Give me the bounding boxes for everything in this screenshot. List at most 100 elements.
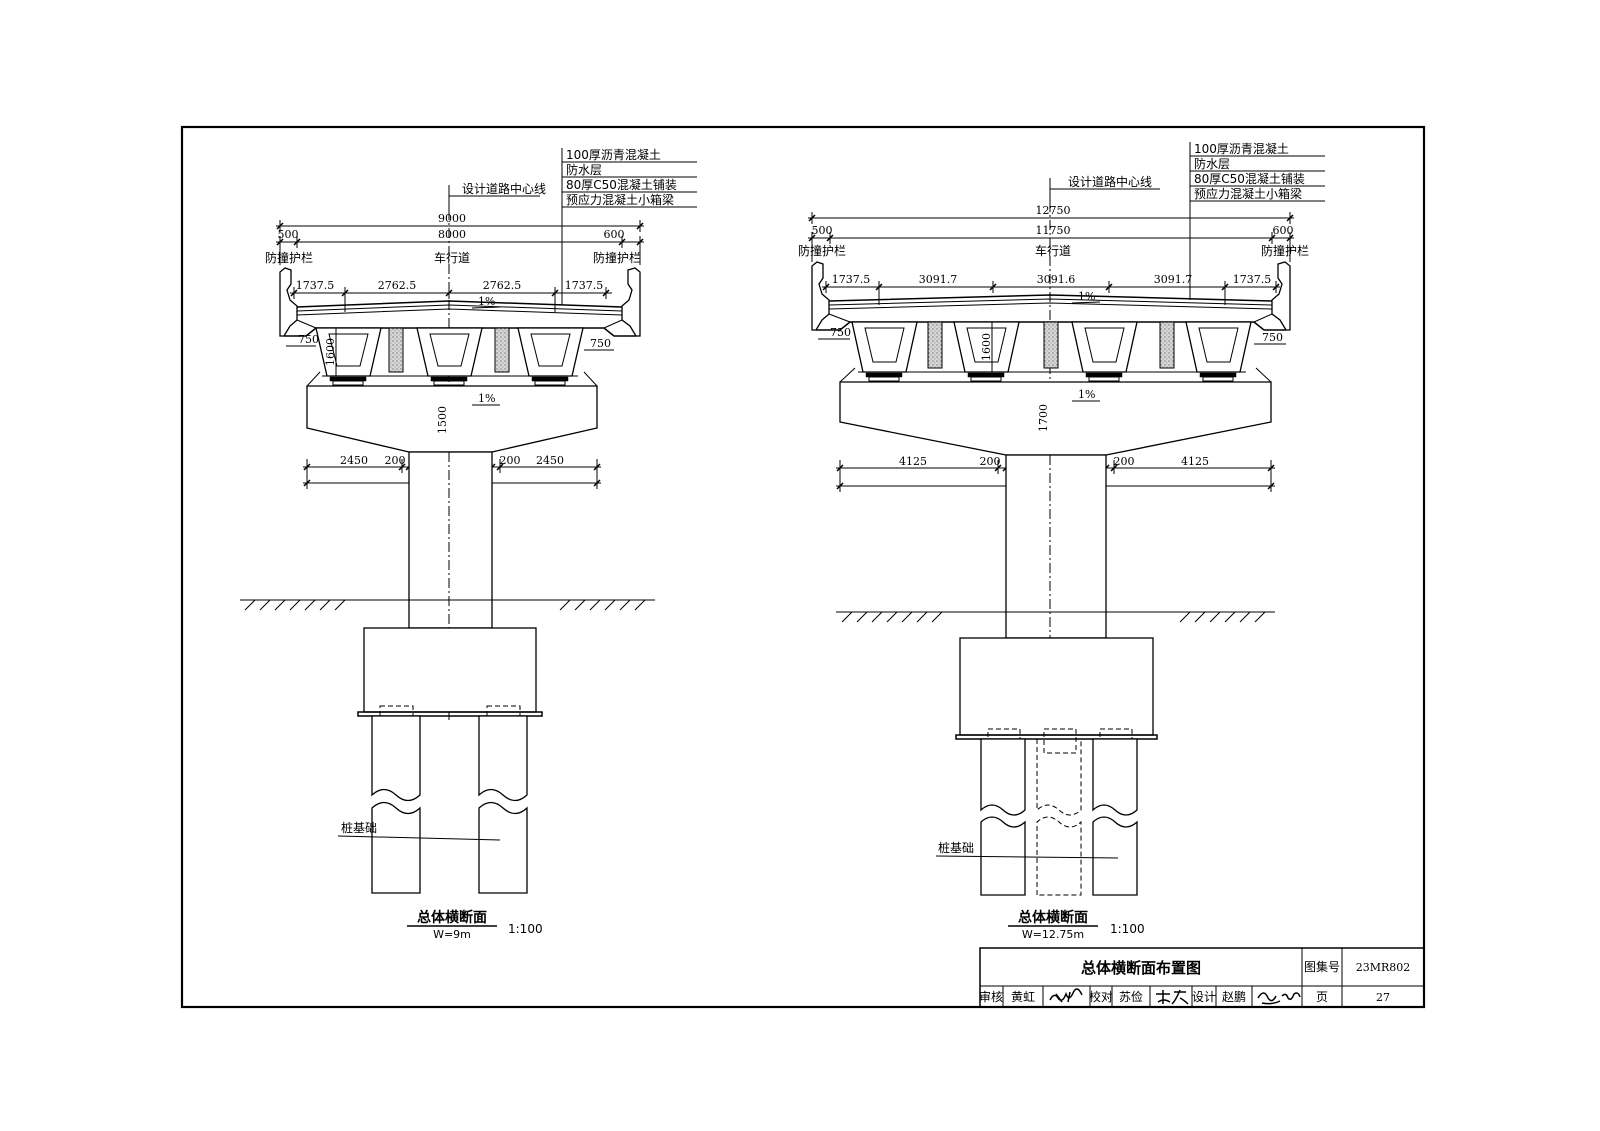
left-wet-joint-1 (388, 327, 404, 373)
left-pile-leader (337, 835, 501, 841)
right-box-girder-4 (1185, 321, 1252, 373)
right-barrier-label-right: 防撞护栏 (1261, 243, 1309, 258)
left-deck-dim-4: 1737.5 (565, 279, 604, 292)
check-label: 校对 (1089, 989, 1113, 1004)
left-layer-waterproof: 防水层 (566, 162, 602, 177)
left-pier-column (408, 451, 493, 629)
right-bearings (865, 372, 1237, 382)
left-deck-dim-3: 2762.5 (483, 279, 522, 292)
design-label: 设计 (1192, 990, 1216, 1004)
left-layer-box-girder: 预应力混凝土小箱梁 (566, 192, 674, 207)
right-deck-dim-1: 1737.5 (832, 273, 871, 286)
left-cap-dim-4: 200 (500, 454, 521, 467)
left-box-girders (315, 327, 584, 377)
right-pile-3 (1092, 728, 1138, 896)
right-cap-dim-1: 4125 (899, 455, 927, 468)
right-barrier-left-width: 500 (812, 224, 833, 237)
right-layer-asphalt: 100厚沥青混凝土 (1194, 141, 1289, 156)
left-barrier-label-right: 防撞护栏 (593, 250, 641, 265)
left-slope-cap: 1% (478, 392, 495, 405)
left-layer-asphalt: 100厚沥青混凝土 (566, 147, 661, 162)
right-cap-dim-5: 4125 (1181, 455, 1209, 468)
left-barrier-label-left: 防撞护栏 (265, 250, 313, 265)
left-bearings (329, 376, 569, 386)
designer-name: 赵鹏 (1222, 990, 1246, 1004)
left-dim-cap: 2450 200 2200 200 2450 7500 (303, 454, 601, 489)
right-slope-cap: 1% (1078, 388, 1095, 401)
sheet-border (180, 125, 1426, 1009)
left-pile-cap (363, 627, 537, 713)
left-cantilever-left: 750 (298, 333, 319, 346)
right-pier-column (1005, 454, 1107, 639)
left-ground-line (240, 599, 655, 611)
left-cap-beam (306, 385, 598, 453)
left-dim-total: 9000 (276, 212, 644, 232)
left-section: 100厚沥青混凝土 防水层 80厚C50混凝土铺装 预应力混凝土小箱梁 设计道路… (240, 147, 697, 941)
checker-signature (1156, 989, 1189, 1005)
right-pile-leader (935, 855, 1119, 859)
right-pile-cap-base (955, 734, 1158, 740)
atlas-number: 23MR802 (1356, 961, 1411, 974)
left-scale: 1:100 (508, 922, 543, 936)
right-deck-dim-3: 3091.6 (1037, 273, 1076, 286)
right-caption: 总体横断面 (1018, 909, 1088, 926)
right-cantilever-right: 750 (1262, 331, 1283, 344)
left-cap-dim-5: 2450 (536, 454, 564, 467)
left-slope-deck: 1% (478, 295, 495, 308)
left-caption: 总体横断面 (417, 909, 487, 926)
left-centerline-label: 设计道路中心线 (462, 181, 546, 196)
left-dim-deck: 1737.5 2762.5 2762.5 1737.5 (290, 279, 612, 312)
left-pile-cap-base (357, 711, 543, 717)
left-cap-dim-1: 2450 (340, 454, 368, 467)
right-cap-chamfer-left (839, 367, 856, 383)
right-layer-legend: 100厚沥青混凝土 防水层 80厚C50混凝土铺装 预应力混凝土小箱梁 (1189, 141, 1325, 300)
right-box-girder-1 (851, 321, 918, 373)
sheet-title: 总体横断面布置图 (1081, 959, 1201, 977)
left-layer-concrete-paving: 80厚C50混凝土铺装 (566, 177, 677, 192)
right-wet-joint-1 (927, 321, 943, 369)
right-barrier-right (1271, 261, 1291, 331)
title-block: 总体横断面布置图 图集号 23MR802 审核 黄虹 校对 苏俭 设计 赵鹏 页… (979, 947, 1425, 1008)
left-deck-dim-2: 2762.5 (378, 279, 417, 292)
left-beam-height: 1600 (324, 338, 337, 366)
right-box-girder-3 (1071, 321, 1138, 373)
page-label: 页 (1316, 990, 1328, 1004)
review-label: 审核 (979, 989, 1003, 1004)
left-total-width: 9000 (438, 212, 466, 225)
left-cap-height: 1500 (436, 406, 449, 434)
left-cap-dim-2: 200 (385, 454, 406, 467)
reviewer-signature (1049, 988, 1083, 1003)
right-deck-dim-4: 3091.7 (1154, 273, 1193, 286)
left-barrier-right-width: 600 (604, 228, 625, 241)
left-barrier-right (621, 267, 641, 337)
right-cap-beam (839, 381, 1272, 456)
right-width-note: W=12.75m (1022, 928, 1084, 941)
right-centerline-label: 设计道路中心线 (1068, 174, 1152, 189)
left-barrier-left (279, 267, 298, 337)
right-pile-2 (1036, 728, 1082, 896)
right-dim-total: 12750 (808, 204, 1294, 224)
right-layer-box-girder: 预应力混凝土小箱梁 (1194, 186, 1302, 201)
left-cap-chamfer-left (306, 371, 321, 387)
right-slope-deck: 1% (1078, 290, 1095, 303)
left-barrier-left-width: 500 (278, 228, 299, 241)
checker-name: 苏俭 (1119, 989, 1143, 1004)
reviewer-name: 黄虹 (1011, 990, 1035, 1004)
left-pile-2 (478, 705, 528, 894)
right-cap-dim-4: 200 (1114, 455, 1135, 468)
designer-signature (1257, 992, 1301, 1005)
right-total-width: 12750 (1036, 204, 1071, 217)
right-section: 100厚沥青混凝土 防水层 80厚C50混凝土铺装 预应力混凝土小箱梁 设计道路… (798, 141, 1325, 941)
right-dim-roadway: 500 11750 600 (808, 224, 1294, 262)
right-cap-chamfer-right (1255, 367, 1272, 383)
left-pile-label: 桩基础 (341, 820, 377, 835)
atlas-label: 图集号 (1304, 959, 1340, 974)
right-barrier-label-left: 防撞护栏 (798, 243, 846, 258)
right-pile-1 (980, 728, 1026, 896)
left-carriageway-label: 车行道 (434, 250, 470, 265)
right-carriageway-width: 11750 (1036, 224, 1071, 237)
right-cap-height: 1700 (1037, 404, 1050, 432)
right-wet-joint-3 (1159, 321, 1175, 369)
left-cap-chamfer-right (583, 371, 598, 387)
